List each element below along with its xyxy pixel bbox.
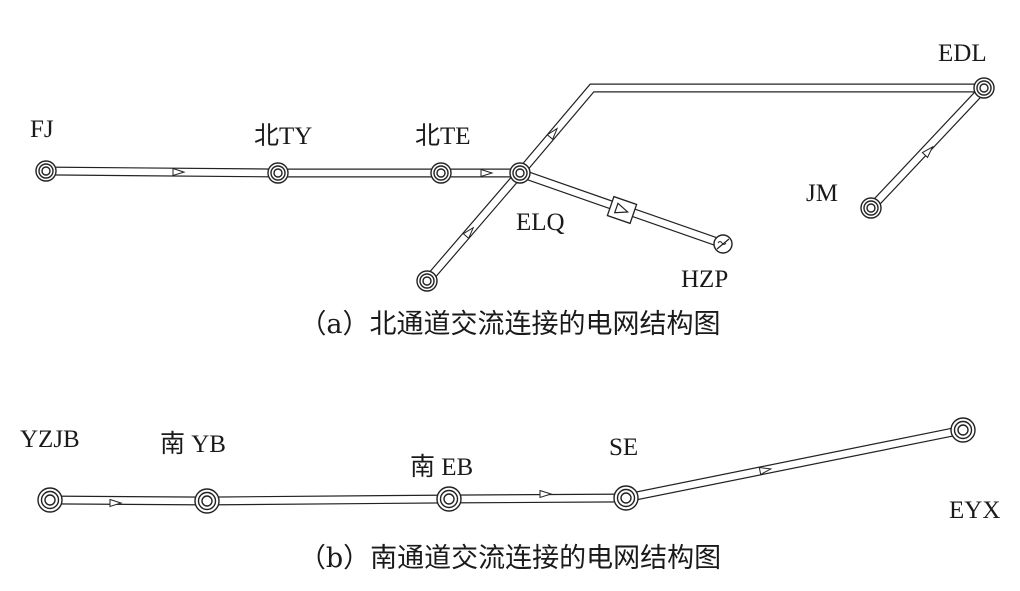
label-bty: 北TY (254, 123, 312, 150)
north-labels: FJ 北TY 北TE ELQ EDL JM HZP (30, 40, 987, 293)
flow-direction-arrow-icon (462, 226, 475, 240)
flow-direction-arrow-icon (921, 145, 934, 159)
line-neb-se (444, 493, 631, 504)
node-bte[interactable] (430, 162, 452, 184)
label-edl: EDL (938, 40, 987, 67)
line-fj-bty (41, 166, 283, 178)
flow-direction-arrow-icon (546, 127, 559, 141)
north-lines (41, 83, 989, 286)
flow-direction-arrow-icon (172, 167, 186, 177)
line-yzjb-nyb (45, 495, 212, 506)
label-se: SE (609, 434, 638, 461)
node-bottom[interactable] (416, 270, 438, 292)
line-elq-edl (515, 83, 989, 178)
label-jm: JM (806, 180, 838, 207)
north-nodes (35, 77, 995, 292)
node-elq[interactable] (509, 162, 531, 184)
north-flow-arrows (172, 127, 934, 240)
south-nodes (37, 417, 976, 514)
node-jm[interactable] (860, 197, 882, 219)
node-fj[interactable] (35, 160, 57, 182)
node-nyb[interactable] (194, 488, 220, 514)
label-bte: 北TE (415, 123, 471, 150)
line-jm-edl (866, 83, 989, 213)
label-eyx: EYX (949, 497, 1000, 524)
line-nyb-neb (202, 494, 454, 506)
converter-station-icon[interactable] (713, 234, 733, 254)
flow-direction-arrow-icon (480, 168, 494, 178)
label-hzp: HZP (681, 266, 728, 293)
south-flow-arrows (109, 466, 773, 508)
node-eyx[interactable] (950, 417, 976, 443)
caption-north: （a）北通道交流连接的电网结构图 (299, 309, 720, 340)
node-yzjb[interactable] (37, 487, 63, 513)
node-edl[interactable] (973, 77, 995, 99)
caption-south: （b）南通道交流连接的电网结构图 (299, 543, 721, 574)
node-se[interactable] (613, 485, 639, 511)
label-elq: ELQ (516, 209, 565, 236)
label-fj: FJ (30, 116, 54, 143)
line-se-eyx (621, 425, 968, 503)
north-network: FJ 北TY 北TE ELQ EDL JM HZP （a）北通道交流连接的电网结… (30, 40, 995, 340)
transformer-box-icon (606, 195, 638, 225)
label-neb: 南 EB (410, 453, 473, 481)
south-labels: YZJB 南 YB 南 EB SE EYX (20, 426, 1000, 524)
flow-direction-arrow-icon (539, 489, 553, 499)
node-neb[interactable] (436, 486, 462, 512)
south-network: YZJB 南 YB 南 EB SE EYX （b）南通道交流连接的电网结构图 (20, 417, 1000, 574)
label-yzjb: YZJB (20, 426, 80, 453)
node-bty[interactable] (267, 162, 289, 184)
flow-direction-arrow-icon (758, 466, 773, 476)
label-nyb: 南 YB (160, 430, 226, 458)
flow-direction-arrow-icon (109, 498, 123, 508)
south-lines (45, 425, 968, 506)
